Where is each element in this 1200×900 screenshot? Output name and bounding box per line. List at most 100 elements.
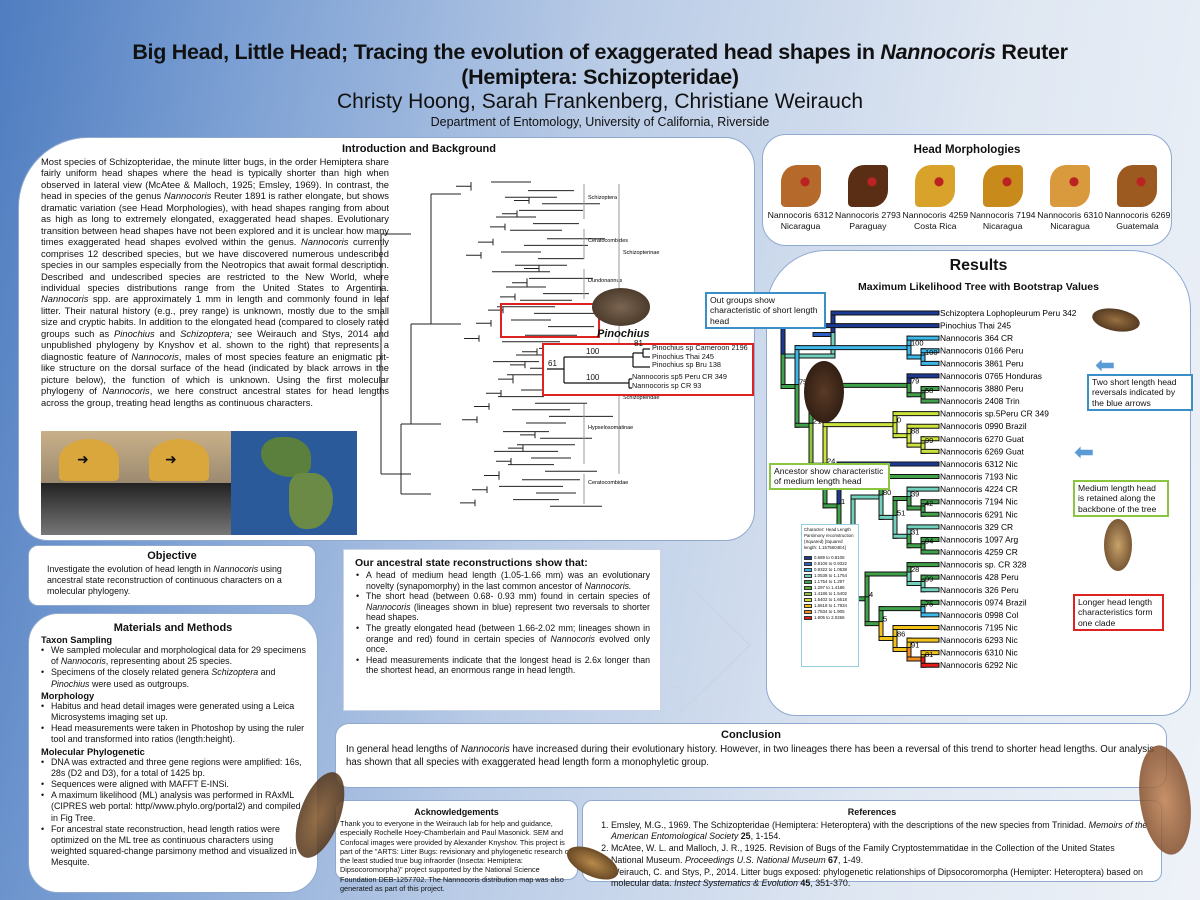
introduction-heading: Introduction and Background: [342, 143, 496, 155]
tree-tip-label: Nannocoris 6310 Nic: [940, 648, 1018, 658]
inset-tip: Nannocoris sp CR 93: [632, 380, 702, 390]
head-photo: [847, 165, 888, 207]
bootstrap-value: 94: [925, 537, 933, 546]
bootstrap-value: 99: [925, 574, 933, 583]
authors: Christy Hoong, Sarah Frankenberg, Christ…: [336, 90, 864, 113]
inset-tip: Pinochius sp Bru 138: [652, 360, 721, 369]
legend-swatch: [804, 580, 812, 584]
poster-header: Big Head, Little Head; Tracing the evolu…: [0, 40, 1200, 130]
callout-reversals: Two short length head reversals indicate…: [1087, 374, 1193, 411]
nannocoris-long-head-photo: [1104, 519, 1132, 571]
inset-tree: [547, 348, 650, 389]
tree-tip-label: Nannocoris 6292 Nic: [940, 660, 1018, 670]
legend-range: 1.905 to 2.0266: [814, 615, 845, 620]
pinochius-label: Pinochius: [597, 328, 650, 340]
introduction-panel: Introduction and Background Most species…: [18, 137, 755, 541]
affiliation: Department of Entomology, University of …: [430, 115, 770, 129]
legend-range: 1.7834 to 1.905: [814, 609, 845, 614]
legend-item: 1.905 to 2.0266: [804, 615, 856, 621]
arrow-icon: ➜: [165, 451, 177, 467]
tree-tip-label: Nannocoris 6312 Nic: [940, 459, 1018, 469]
legend-swatch: [804, 574, 812, 578]
legend-range: 0.8106 to 0.9322: [814, 561, 847, 566]
legend-swatch: [804, 568, 812, 572]
legend-item: 1.1754 to 1.297: [804, 579, 856, 585]
legend-range: 1.1754 to 1.297: [814, 579, 845, 584]
legend-swatch: [804, 598, 812, 602]
bootstrap-value: 42: [925, 499, 933, 508]
distribution-map: [231, 431, 357, 535]
tree-tip-label: Nannocoris 6293 Nic: [940, 635, 1018, 645]
group-label: Dundonannus: [588, 278, 623, 284]
legend-item: 0.8106 to 0.9322: [804, 561, 856, 567]
tree-tip-label: Nannocoris 4259 CR: [940, 547, 1018, 557]
bootstrap-value: 88: [911, 427, 919, 436]
tree-tip-label: Nannocoris sp.5Peru CR 349: [940, 409, 1049, 419]
bootstrap-value: 75: [925, 600, 933, 609]
specimen-locality: Nicaragua: [982, 220, 1023, 231]
callout-outgroups: Out groups show characteristic of short …: [705, 292, 826, 329]
finding-bullet: The short head (between 0.68- 0.93 mm) f…: [344, 591, 660, 623]
finding-bullet: Head measurements indicate that the long…: [344, 655, 660, 676]
inset-support: 81: [634, 339, 643, 348]
tree-tip-label: Schizoptera Lophopleurum Peru 342: [940, 308, 1077, 318]
specimen-locality: Nicaragua: [1050, 220, 1090, 231]
group-label: Schizoptera: [588, 195, 618, 201]
results-heading: Results: [949, 257, 1008, 274]
conclusion-heading: Conclusion: [721, 729, 781, 741]
bootstrap-value: 91: [911, 641, 919, 650]
tree-tip-label: Nannocoris 3880 Peru: [940, 383, 1024, 393]
objective-text: Investigate the evolution of head length…: [47, 564, 282, 596]
group-label: Ceratocombides: [588, 238, 628, 244]
legend-range: 1.6618 to 1.7834: [814, 603, 847, 608]
head-photo: [982, 165, 1023, 207]
specimen-locality: Guatemala: [1116, 220, 1159, 231]
inset-support: 100: [586, 347, 600, 356]
specimen-locality: Paraguay: [849, 220, 887, 231]
legend-range: 0.689 to 0.8106: [814, 555, 845, 560]
tree-tip-label: Nannocoris 2408 Trin: [940, 396, 1020, 406]
legend-title: Character: Head Length Parsimony reconst…: [804, 527, 854, 550]
conclusion-text: In general head lengths of Nannocoris ha…: [346, 744, 1155, 768]
tree-tip-label: Nannocoris 3861 Peru: [940, 358, 1024, 368]
poster-title: Big Head, Little Head; Tracing the evolu…: [132, 40, 1068, 64]
acknowledgements-panel: Acknowledgements Thank you to everyone i…: [335, 800, 578, 893]
legend-swatch: [804, 586, 812, 590]
legend-range: 0.9322 to 1.0538: [814, 567, 847, 572]
tree-tip-label: Nannocoris 326 Peru: [940, 585, 1019, 595]
bootstrap-value: 100: [925, 348, 938, 357]
head-pit-photo: ➜ ➜: [41, 431, 231, 535]
bootstrap-value: 39: [911, 490, 919, 499]
head-length-legend: Character: Head Length Parsimony reconst…: [801, 524, 859, 667]
methods-subheading: Molecular Phylogenetic: [41, 746, 145, 757]
legend-item: 0.689 to 0.8106: [804, 555, 856, 561]
group-label: Schizopteridae: [623, 395, 659, 401]
inset-tip: Pinochius sp Cameroon 2196: [652, 343, 748, 352]
methods-bullet: We sampled molecular and morphological d…: [29, 645, 317, 667]
callout-longer: Longer head length characteristics form …: [1073, 594, 1164, 631]
blue-arrow-icon: ⬅: [1074, 439, 1095, 466]
specimen-name: Nannocoris 2793: [835, 210, 901, 220]
inset-tip: Nannocoris sp5 Peru CR 349: [632, 372, 727, 381]
bootstrap-value: 1: [841, 497, 845, 506]
tree-tip-label: Nannocoris 0166 Peru: [940, 346, 1024, 356]
head-photo: [915, 165, 956, 207]
methods-subheading: Taxon Sampling: [41, 635, 113, 645]
legend-range: 1.5402 to 1.6618: [814, 597, 847, 602]
tree-tip-label: Pinochius Thai 245: [940, 321, 1011, 331]
legend-range: 1.0538 to 1.1754: [814, 573, 847, 578]
tree-tip-label: Nannocoris 364 CR: [940, 333, 1013, 343]
legend-item: 1.0538 to 1.1754: [804, 573, 856, 579]
callout-medium: Medium length head is retained along the…: [1073, 480, 1169, 517]
inset-support: 61: [548, 359, 557, 368]
bootstrap-value: 0: [897, 416, 901, 425]
legend-swatch: [804, 616, 812, 620]
tree-tip-label: Nannocoris 6270 Guat: [940, 434, 1024, 444]
specimen-name: Nannocoris 6312: [767, 210, 834, 220]
bootstrap-value: 5: [883, 615, 887, 624]
